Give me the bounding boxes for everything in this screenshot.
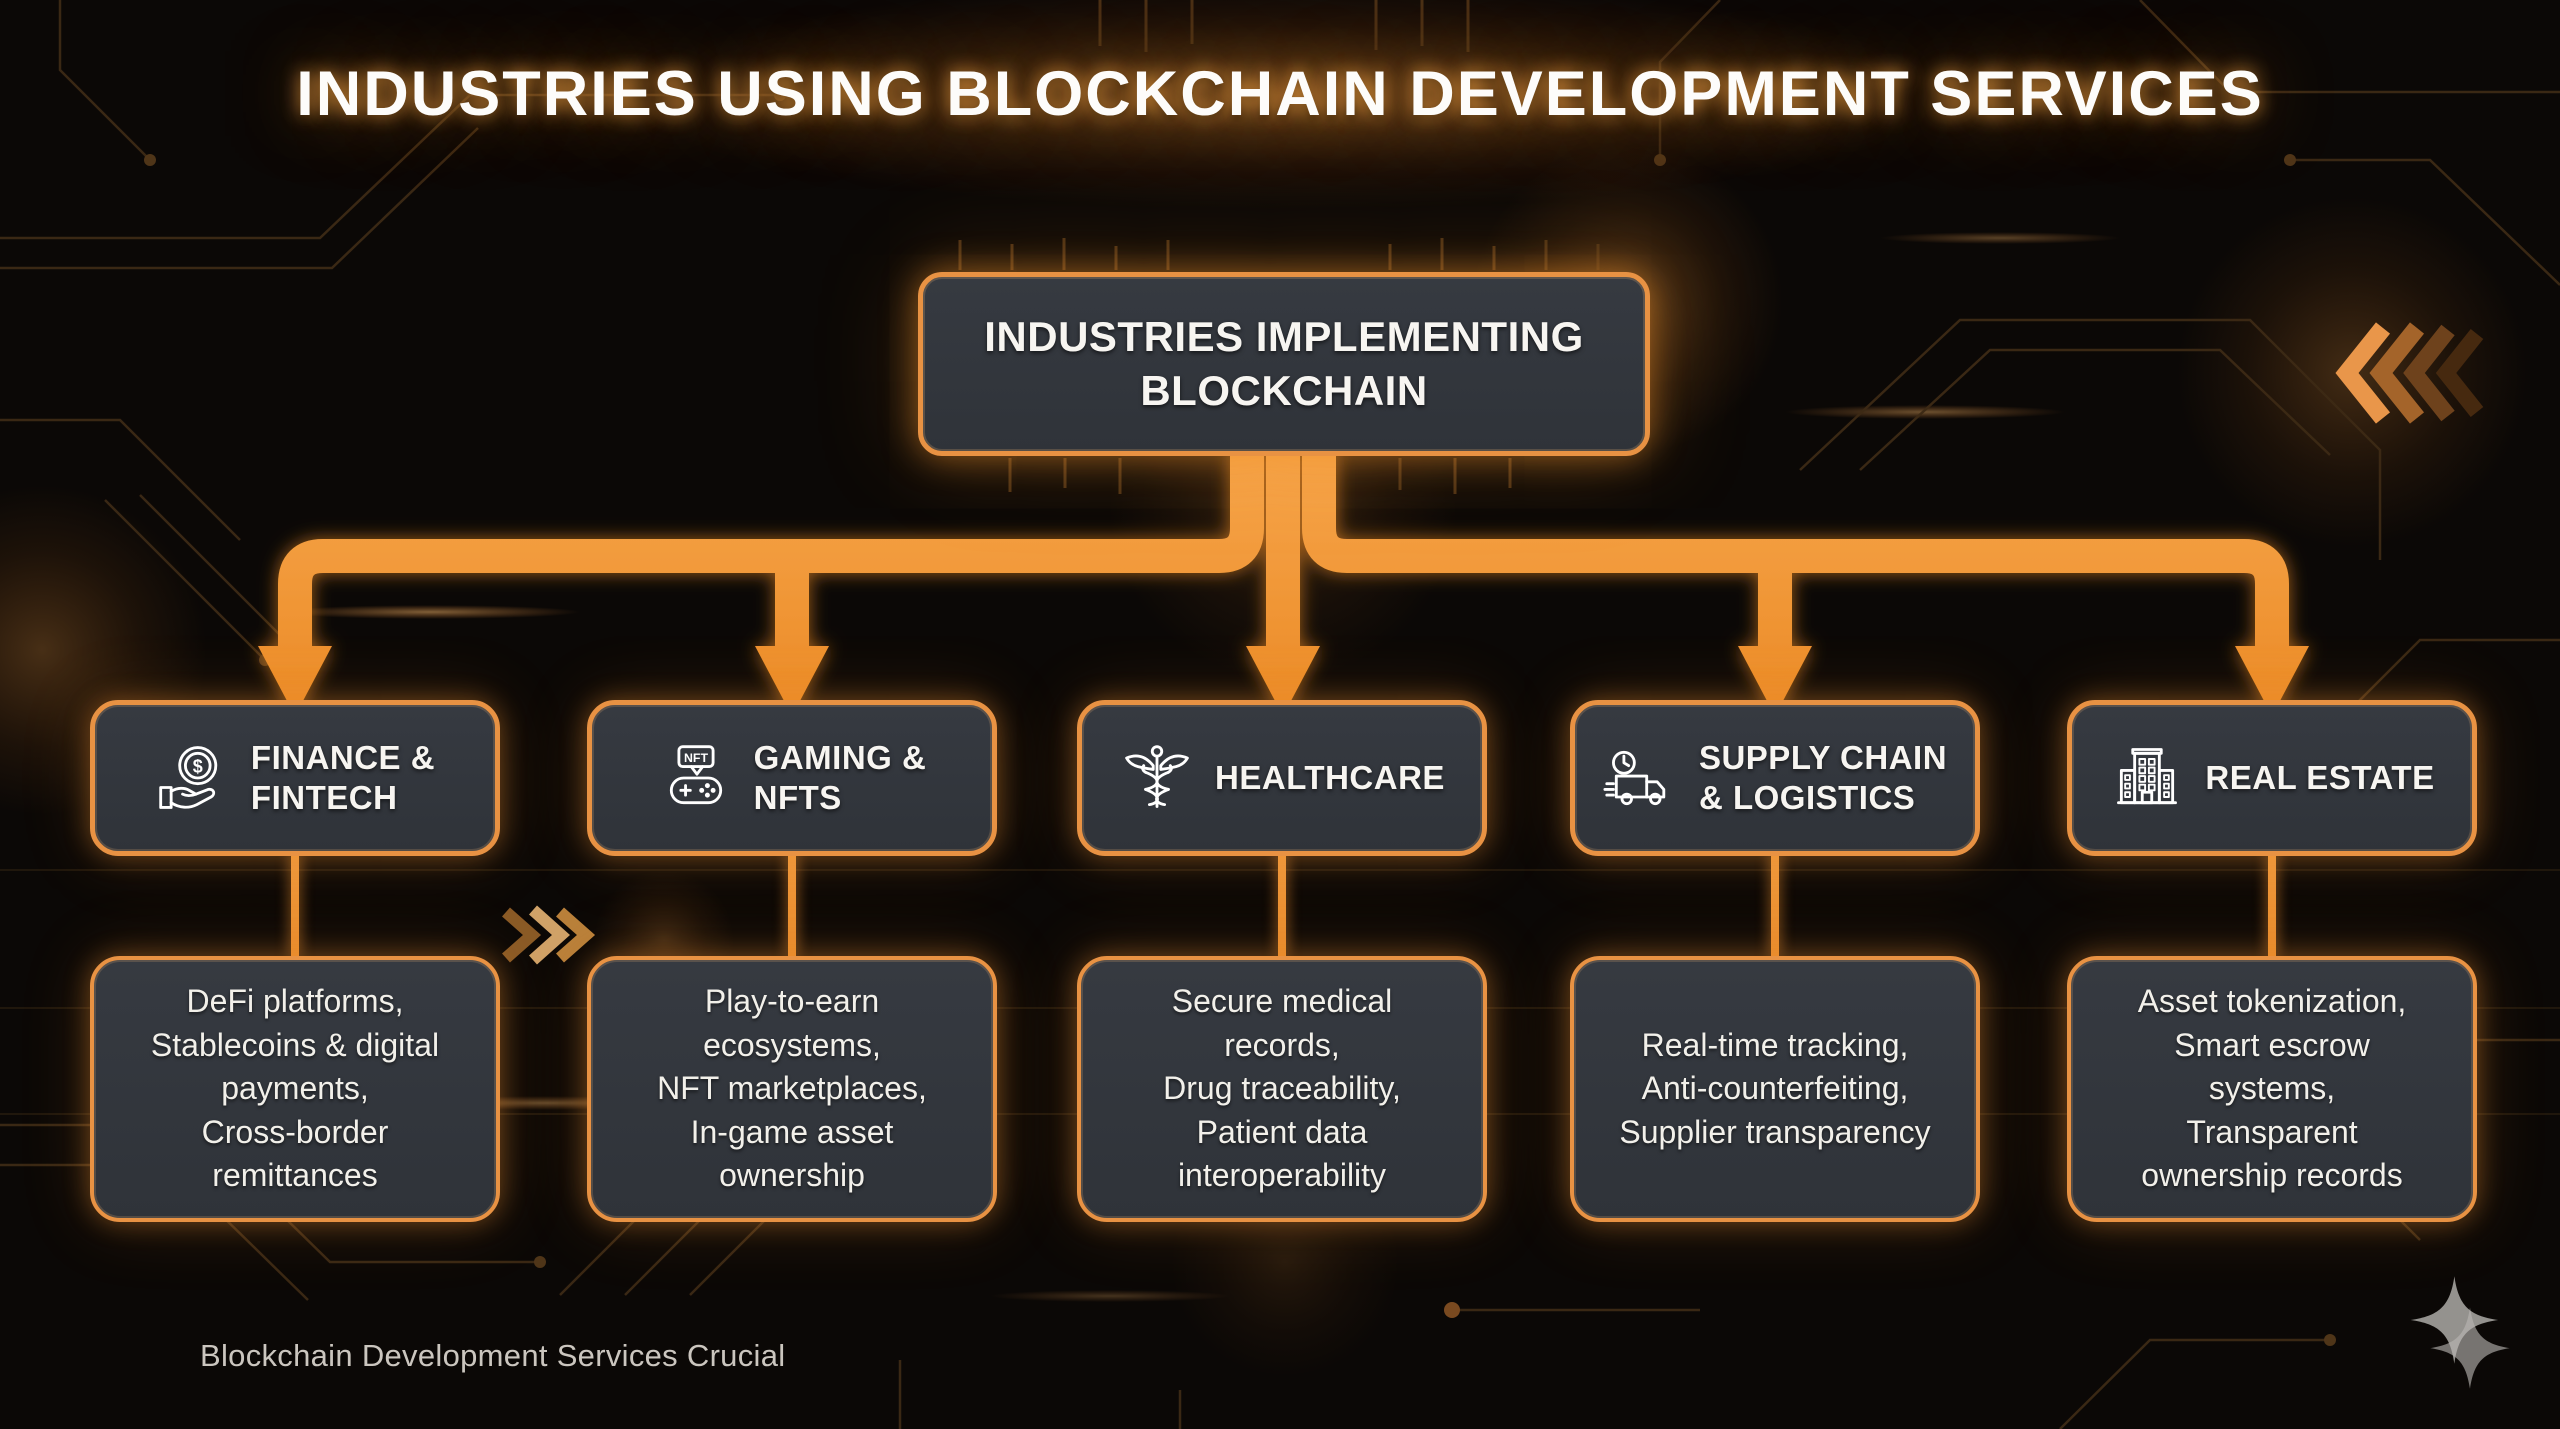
delivery-truck-icon — [1603, 740, 1679, 816]
svg-text:NFT: NFT — [684, 751, 708, 765]
category-node-supply-chain: SUPPLY CHAIN & LOGISTICS — [1570, 700, 1980, 856]
branch-connector-line — [788, 852, 796, 956]
footer-caption: Blockchain Development Services Crucial — [200, 1338, 786, 1373]
detail-item: Cross-border remittances — [201, 1113, 389, 1194]
svg-text:$: $ — [193, 756, 203, 776]
right-chevrons-icon — [502, 905, 596, 965]
detail-node-gaming: Play-to-earn ecosystems, NFT marketplace… — [587, 956, 997, 1222]
detail-item: Transparent ownership records — [2141, 1113, 2403, 1194]
category-node-gaming: NFT GAMING & NFTS — [587, 700, 997, 856]
detail-node-real-estate: Asset tokenization, Smart escrow systems… — [2067, 956, 2477, 1222]
detail-item: Drug traceability, — [1163, 1070, 1401, 1107]
category-label: FINANCE & FINTECH — [251, 738, 435, 817]
detail-item: In-game asset ownership — [690, 1113, 894, 1194]
root-node: INDUSTRIES IMPLEMENTING BLOCKCHAIN — [918, 272, 1650, 456]
page-title: INDUSTRIES USING BLOCKCHAIN DEVELOPMENT … — [296, 59, 2264, 129]
category-node-real-estate: REAL ESTATE — [2067, 700, 2477, 856]
glow-dot — [1444, 1302, 1460, 1318]
detail-item: Secure medical records, — [1171, 983, 1393, 1063]
category-label-line: NFTS — [753, 779, 842, 816]
category-node-healthcare: HEALTHCARE — [1077, 700, 1487, 856]
detail-item: Supplier transparency — [1619, 1113, 1931, 1150]
building-icon — [2109, 740, 2185, 816]
root-node-label: INDUSTRIES IMPLEMENTING BLOCKCHAIN — [984, 313, 1584, 414]
category-label-line: & LOGISTICS — [1698, 779, 1916, 816]
category-label: GAMING & NFTS — [754, 738, 927, 817]
category-label-line: FINTECH — [250, 779, 398, 816]
detail-item: NFT marketplaces, — [657, 1070, 927, 1107]
left-chevrons-icon — [2335, 322, 2484, 424]
detail-node-finance: DeFi platforms, Stablecoins & digital pa… — [90, 956, 500, 1222]
detail-item: Patient data interoperability — [1177, 1113, 1387, 1194]
branch-connector-line — [1278, 852, 1286, 956]
category-node-finance: $ FINANCE & FINTECH — [90, 700, 500, 856]
detail-item: Asset tokenization, — [2137, 983, 2407, 1020]
branch-connector-line — [1771, 852, 1779, 956]
branch-connector-line — [2268, 852, 2276, 956]
detail-node-supply-chain: Real-time tracking, Anti-counterfeiting,… — [1570, 956, 1980, 1222]
detail-item: Anti-counterfeiting, — [1641, 1070, 1909, 1107]
branch-connector-line — [291, 852, 299, 956]
detail-item: Play-to-earn ecosystems, — [703, 983, 881, 1063]
category-label-line: FINANCE & — [250, 739, 436, 777]
detail-item: Real-time tracking, — [1641, 1026, 1909, 1063]
detail-node-healthcare: Secure medical records, Drug traceabilit… — [1077, 956, 1487, 1222]
category-label: HEALTHCARE — [1215, 758, 1445, 798]
hand-coin-icon: $ — [155, 740, 231, 816]
category-label: REAL ESTATE — [2205, 758, 2434, 798]
category-label-line: GAMING & — [753, 739, 927, 777]
gamepad-nft-icon: NFT — [658, 740, 734, 816]
sparkle-logo-icon — [2395, 1270, 2520, 1395]
caduceus-icon — [1119, 740, 1195, 816]
category-label-line: REAL ESTATE — [2205, 759, 2435, 797]
detail-item: Smart escrow systems, — [2174, 1026, 2370, 1107]
detail-item: Stablecoins & digital payments, — [150, 1026, 440, 1107]
category-label: SUPPLY CHAIN & LOGISTICS — [1699, 738, 1947, 817]
detail-item: DeFi platforms, — [186, 983, 404, 1020]
category-label-line: SUPPLY CHAIN — [1698, 739, 1948, 777]
category-label-line: HEALTHCARE — [1215, 759, 1445, 797]
